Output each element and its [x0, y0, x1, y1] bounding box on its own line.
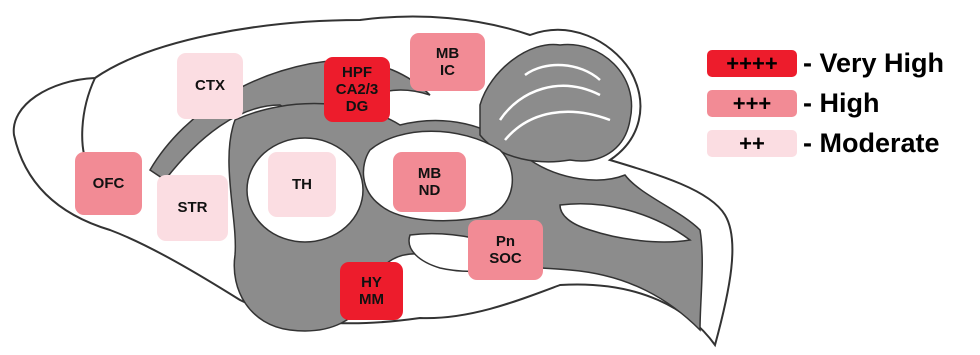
region-label-line: ND: [419, 182, 441, 199]
legend-row-moderate: ++ - Moderate: [707, 128, 940, 159]
region-label-line: CTX: [195, 77, 225, 94]
cerebellum: [480, 44, 632, 161]
region-label-line: DG: [346, 98, 369, 115]
region-label-line: IC: [440, 62, 455, 79]
region-label-line: MB: [418, 165, 441, 182]
region-label-line: HY: [361, 274, 382, 291]
region-label-line: Pn: [496, 233, 515, 250]
region-label-line: STR: [178, 199, 208, 216]
region-label-line: TH: [292, 176, 312, 193]
region-label-line: CA2/3: [336, 81, 379, 98]
legend-swatch-very-high: ++++: [707, 50, 797, 77]
legend-swatch-high: +++: [707, 90, 797, 117]
legend-label-very-high: - Very High: [803, 48, 944, 79]
region-label-line: HPF: [342, 64, 372, 81]
legend-row-very-high: ++++ - Very High: [707, 48, 944, 79]
legend-label-moderate: - Moderate: [803, 128, 940, 159]
region-ofc: OFC: [75, 152, 142, 215]
legend-row-high: +++ - High: [707, 88, 879, 119]
region-label-line: OFC: [93, 175, 125, 192]
region-ctx: CTX: [177, 53, 243, 119]
legend-swatch-moderate: ++: [707, 130, 797, 157]
region-label-line: MB: [436, 45, 459, 62]
region-label-line: MM: [359, 291, 384, 308]
legend-label-high: - High: [803, 88, 879, 119]
region-label-line: SOC: [489, 250, 522, 267]
region-str: STR: [157, 175, 228, 241]
region-th: TH: [268, 152, 336, 217]
